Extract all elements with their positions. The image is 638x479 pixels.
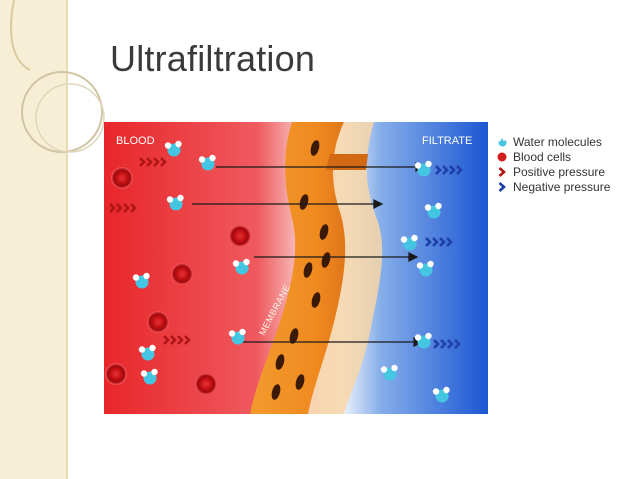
decorative-side-band	[0, 0, 68, 479]
chevron-right-icon	[498, 166, 506, 177]
blood-label: BLOOD	[116, 135, 155, 147]
legend-label: Water molecules	[513, 134, 602, 149]
membrane-cut-face	[326, 154, 368, 170]
membrane-pores	[271, 140, 331, 400]
legend: Water molecules Blood cells Positive pre…	[496, 134, 636, 194]
water-molecule-icon	[497, 136, 507, 146]
decorative-swirl	[10, 0, 105, 153]
legend-label: Positive pressure	[513, 164, 606, 179]
legend-item-blood-cells: Blood cells	[496, 149, 636, 164]
ultrafiltration-diagram: BLOOD FILTRATE MEMBRANE	[104, 122, 488, 414]
membrane-back	[309, 122, 383, 414]
chevron-right-icon	[498, 181, 506, 192]
legend-item-negative-pressure: Negative pressure	[496, 179, 636, 194]
membrane	[250, 122, 346, 414]
flow-arrows	[192, 162, 426, 347]
legend-item-water: Water molecules	[496, 134, 636, 149]
legend-label: Blood cells	[513, 149, 572, 164]
legend-item-positive-pressure: Positive pressure	[496, 164, 636, 179]
blood-cell-icon	[497, 152, 507, 161]
legend-label: Negative pressure	[513, 179, 611, 194]
slide-title: Ultrafiltration	[110, 38, 316, 79]
filtrate-label: FILTRATE	[422, 135, 472, 147]
